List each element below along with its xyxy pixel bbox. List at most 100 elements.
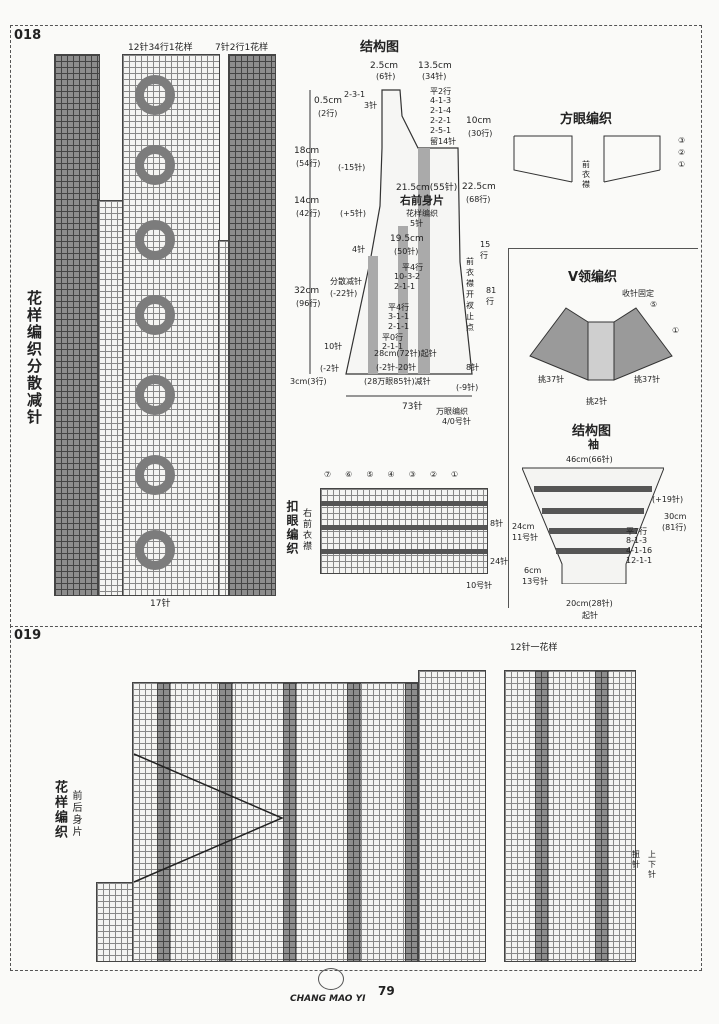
dim-rows-label: 行 [480,251,488,260]
buttonhole-chart [320,488,488,574]
dim-minus-20: (-2针-20针 [376,363,417,372]
flower-motif [135,295,175,335]
chart-019-main [132,682,420,962]
dim-21-5cm: 21.5cm(55针) [396,183,458,193]
dim-2-5cm: 2.5cm [370,61,399,71]
square-eye-mark-2: ② [678,148,686,157]
knitting-chart-019 [96,670,644,962]
square-eye-mark-3: ③ [678,136,686,145]
sleeve-rule-2: 8-1-3 [626,536,648,545]
dim-minus-9: (-9针) [456,383,479,392]
divider-vertical [508,248,509,608]
dim-8-stitches: 8针 [466,363,480,372]
flower-motif [135,455,175,495]
chart-label-side-repeat: 7针2行1花样 [215,43,269,53]
buttonhole-mark: ① [451,470,473,479]
buttonhole-row [321,549,487,554]
buttonhole-row [321,501,487,506]
chart-019-cable [347,683,361,961]
rule-flat-4-b: 平4行 [388,303,410,312]
rule-2-3-1: 2-3-1 [344,90,366,99]
vneck-mark-5: ⑤ [650,300,658,309]
section-018 [10,25,702,627]
dim-18cm: 18cm [294,146,320,156]
section-019-subtitle: 前后身片 [70,790,81,838]
buttonhole-subtitle: 右前衣襟 [301,508,311,552]
flower-motif [135,375,175,415]
sleeve-left-needle: 11号针 [512,533,539,542]
sleeve-bottom: 20cm(28针) [566,599,613,608]
dim-10cm: 10cm [466,116,492,126]
dim-minus-22: (-22针) [330,289,358,298]
chart-left-fill [98,200,124,596]
rule-2-2-1: 2-2-1 [430,116,452,125]
sleeve-left-dim: 24cm [512,522,535,531]
section-019-tag: 019 [14,628,42,643]
rule-2-1-1: 2-1-1 [394,282,416,291]
section-018-tag: 018 [14,28,42,43]
rule-2-1-1-c: 2-1-1 [382,342,404,351]
sleeve-subtitle: 袖 [588,438,599,451]
square-eye-front-label: 前衣襟 [582,160,590,189]
dim-32cm: 32cm [294,286,320,296]
sleeve-cuff-needle: 13号针 [522,577,549,586]
front-body-diagram [309,89,473,397]
eyelet-knitting: 万眼编织 [436,407,468,416]
chart-019-neck-line [133,753,284,883]
sleeve-rule-3: 4-1-16 [626,546,653,555]
structure-title: 结构图 [360,40,400,55]
dim-0-5cm: 0.5cm [314,96,343,106]
chart-019-cable [405,683,419,961]
sleeve-rule-4: 12-1-1 [626,556,653,565]
rule-2-1-4: 2-1-4 [430,106,452,115]
vneck-right-pick: 挑37针 [634,375,661,384]
dim-plus-5: (+5针) [340,209,367,218]
sleeve-rows: (81行) [662,523,687,532]
buttonhole-title: 扣眼编织 [285,500,299,556]
dim-19-5cm: 19.5cm [390,234,424,244]
buttonhole-mark: ② [429,470,452,479]
flower-motif [135,220,175,260]
vneck-left-pick: 挑37针 [538,375,565,384]
rule-4-1-3: 4-1-3 [430,96,452,105]
chart-flower-column [122,54,220,596]
dim-10-stitches: 10针 [324,342,343,351]
flower-motif [135,145,175,185]
dim-68-rows: (68行) [466,195,491,204]
vneck-mark-1: ① [672,326,680,335]
buttonhole-mark: ⑦ [324,470,346,479]
dim-73-stitches: 73针 [402,402,423,412]
dim-85-stitches: (28万眼85针)减针 [364,377,431,386]
vneck-title: V领编织 [568,270,618,285]
rule-3-1-1: 3-1-1 [388,312,410,321]
distributed-decrease: 分散减针 [330,277,362,286]
rule-flat-2: 平2行 [430,87,452,96]
chart-019-cable [535,671,549,961]
chart-019-middle [418,670,486,962]
chart-019-cable [283,683,297,961]
dim-30-rows: (30行) [468,129,493,138]
dim-minus-2: (-2针 [320,364,340,373]
rule-flat-4: 平4行 [402,263,424,272]
knitting-chart-018: 12针34行1花样 7针2行1花样 17针 [50,40,280,609]
dim-rows-label-2: 行 [486,297,494,306]
buttonhole-dim-24: 24针 [490,557,509,566]
square-eye-diagram [513,135,661,183]
square-eye-title: 方眼编织 [560,112,613,127]
dim-4-stitches: 4针 [352,245,366,254]
vneck-bottom-pick: 挑2针 [586,397,608,406]
buttonhole-mark: ⑤ [366,470,388,479]
dim-50-stitches: (50针) [394,247,419,256]
rule-2-1-1-b: 2-1-1 [388,322,410,331]
sleeve-diagram [522,464,664,584]
sleeve-top-width: 46cm(66针) [566,455,613,464]
chart-019-cable [157,683,171,961]
chart-019-cable [219,683,233,961]
chart-label-width: 17针 [150,599,171,609]
dim-2-rows: (2行) [318,109,338,118]
dim-96-rows: (96行) [296,299,321,308]
page-number: 79 [378,984,395,998]
sleeve-title: 结构图 [572,424,612,439]
brand-logo [318,968,344,990]
dim-6-stitches: (6针) [376,72,396,81]
